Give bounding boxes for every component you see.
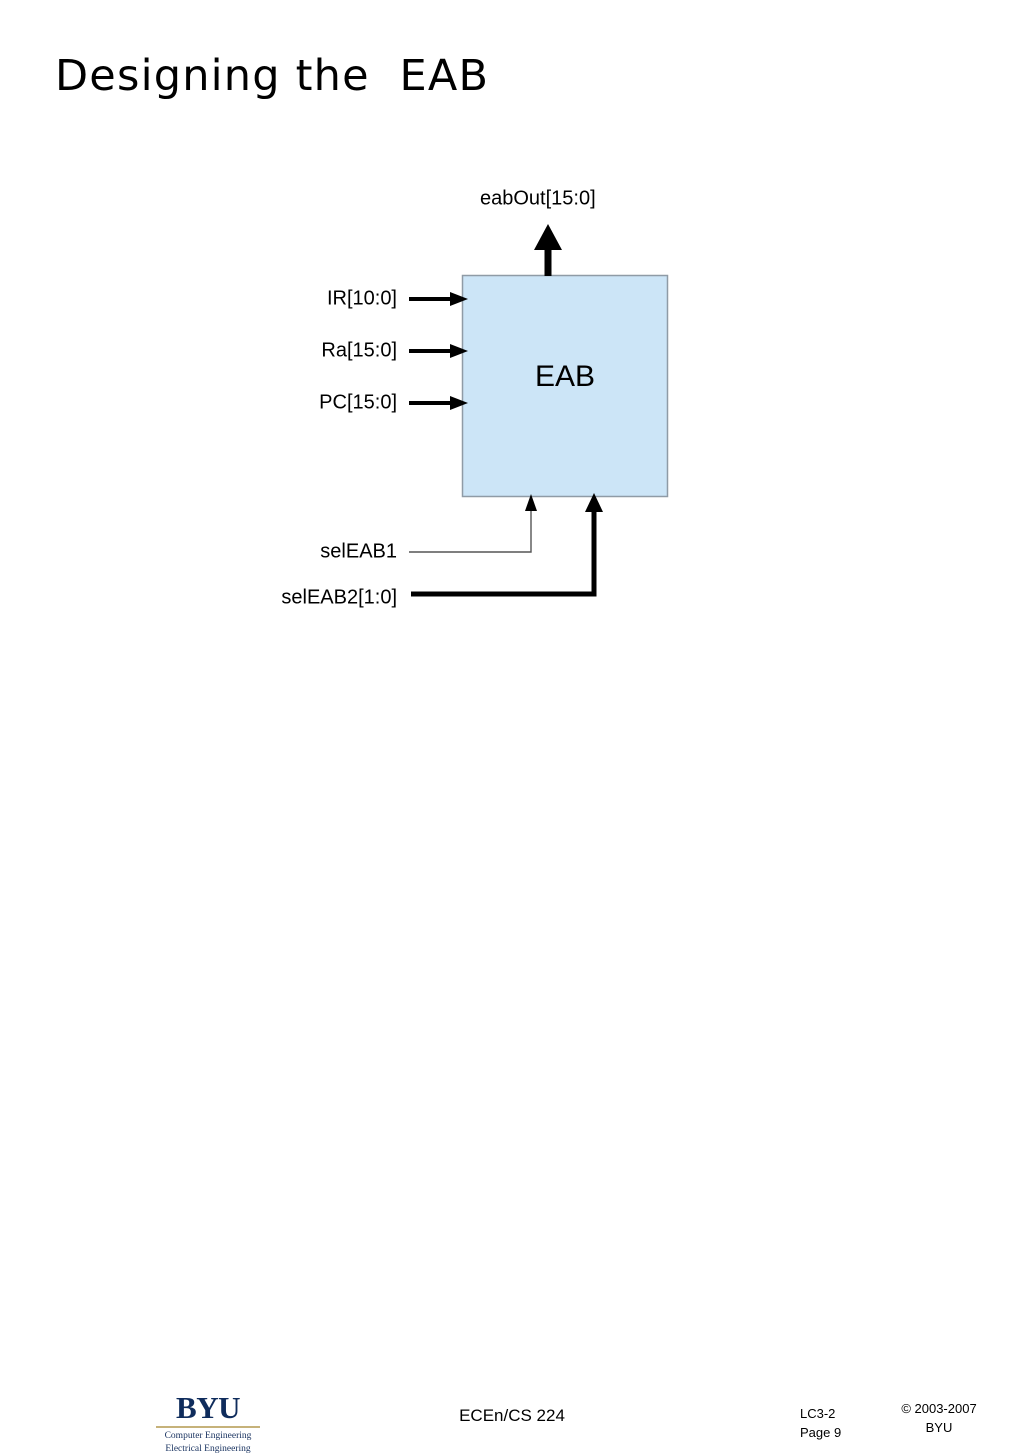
slide-footer: BYU Computer Engineering Electrical Engi… — [0, 690, 1024, 1454]
seleab1-control-wire — [409, 494, 537, 553]
byu-dept-line-2: Electrical Engineering — [165, 1443, 251, 1454]
footer-copyright-years: © 2003-2007 — [901, 1401, 977, 1416]
pc-input-label: PC[15:0] — [319, 391, 397, 414]
footer-deck-reference: LC3-2 Page 9 — [800, 1405, 841, 1443]
seleab2-control-bus — [411, 493, 603, 597]
footer-course-label: ECEn/CS 224 — [459, 1406, 565, 1425]
eab-block-rect — [461, 274, 669, 498]
ra-input-arrow — [409, 344, 468, 358]
seleab2-label: selEAB2[1:0] — [281, 586, 397, 609]
pc-input-arrow — [409, 396, 468, 410]
page-title: Designing the EAB — [55, 51, 490, 101]
footer-copyright-owner: BYU — [925, 1419, 953, 1435]
eab-block-diagram: eabOut[15:0] IR[10:0] Ra[15:0] PC[15:0] … — [0, 0, 1024, 700]
diagram-vector-layer — [409, 224, 669, 597]
ir-input-label: IR[10:0] — [326, 287, 397, 310]
footer-copyright: © 2003-2007 BYU — [884, 1400, 994, 1438]
byu-dept-line-1: Computer Engineering — [164, 1431, 252, 1441]
eab-block-label: EAB — [534, 360, 596, 393]
byu-logo-divider — [156, 1426, 260, 1428]
footer-deck-id: LC3-2 — [800, 1406, 836, 1421]
footer-page-number: Page 9 — [800, 1424, 842, 1440]
seleab1-label: selEAB1 — [320, 540, 397, 563]
eabout-label: eabOut[15:0] — [480, 187, 596, 210]
eabout-bus-arrow — [534, 224, 562, 276]
ra-input-label: Ra[15:0] — [321, 339, 397, 362]
ir-input-arrow — [409, 292, 468, 306]
